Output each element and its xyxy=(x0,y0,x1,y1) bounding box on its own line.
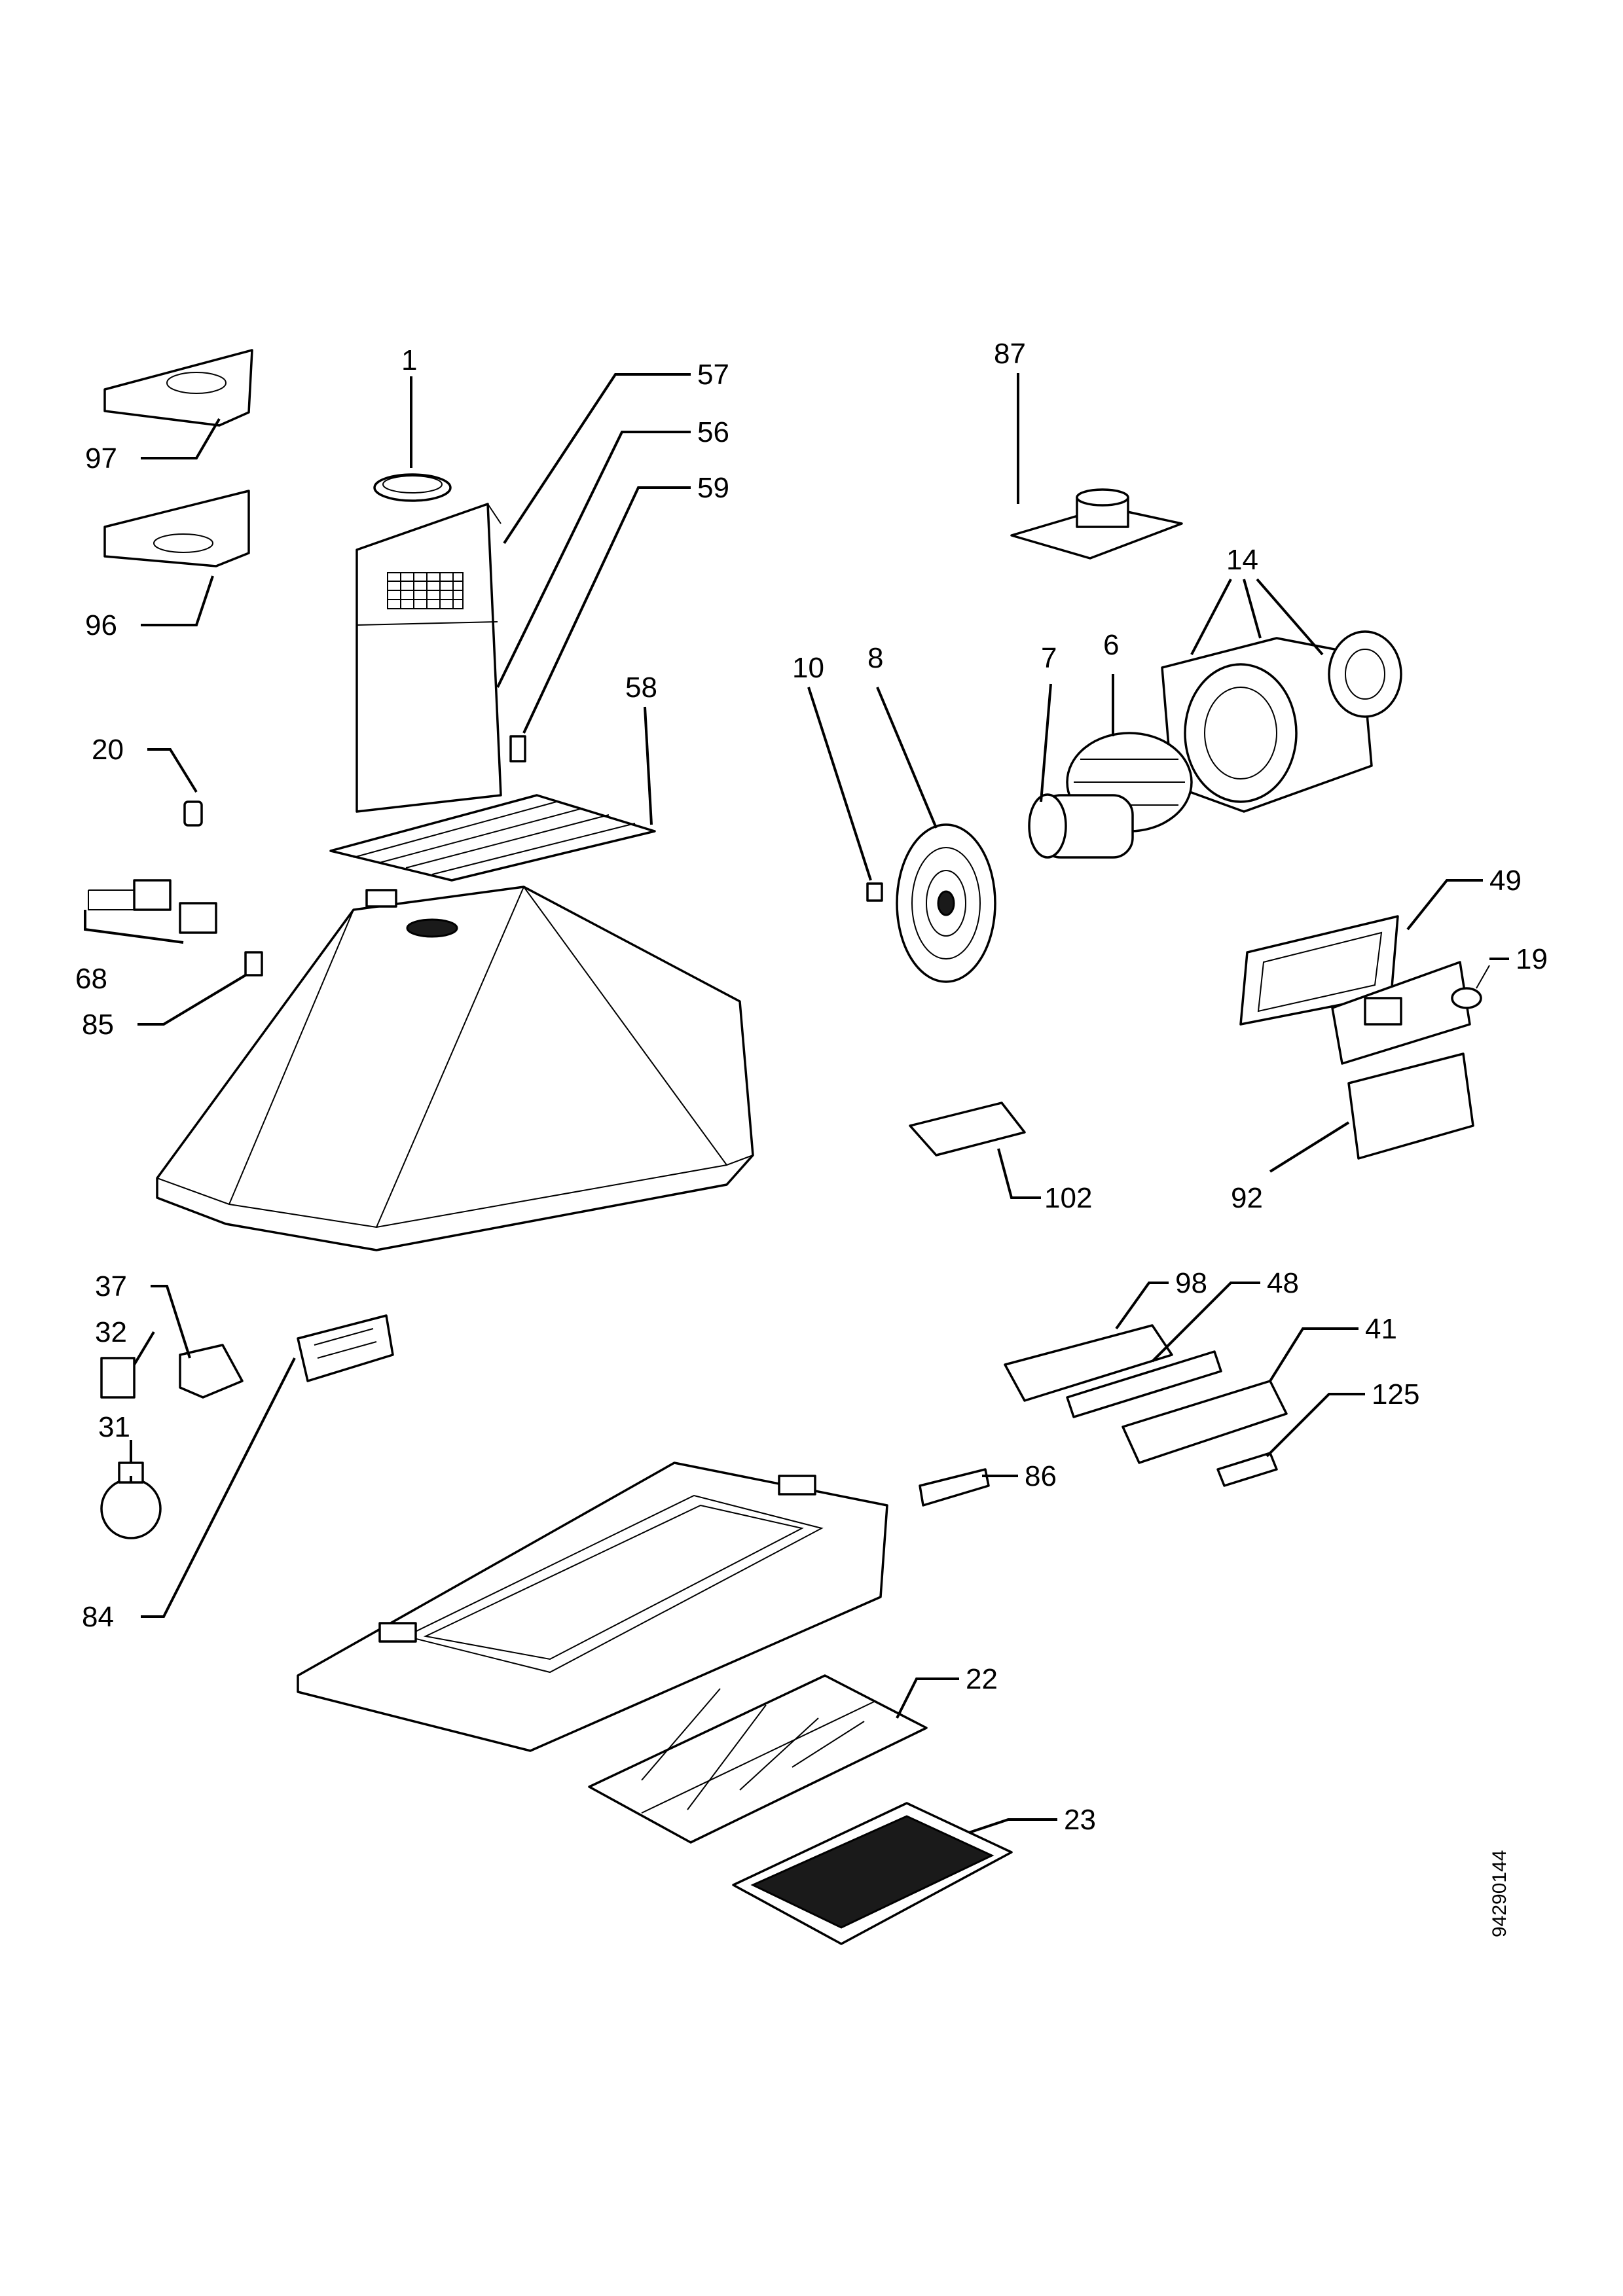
label-96: 96 xyxy=(85,609,117,641)
label-68: 68 xyxy=(75,963,107,995)
label-86: 86 xyxy=(1025,1460,1057,1492)
chimney-vent-grid xyxy=(387,572,464,609)
part-7-motor xyxy=(1028,793,1134,859)
part-68-harness xyxy=(88,879,217,934)
label-14: 14 xyxy=(1226,544,1258,576)
part-84-terminal-block xyxy=(297,1314,394,1382)
part-86-clip xyxy=(919,1468,990,1507)
part-23-carbon-filter xyxy=(732,1802,1013,1945)
label-84: 84 xyxy=(82,1601,114,1633)
label-7: 7 xyxy=(1041,642,1057,674)
part-31-bulb xyxy=(100,1462,162,1539)
label-58: 58 xyxy=(625,672,657,704)
lower-hood-visor xyxy=(297,1462,888,1752)
part-8-fan-disc xyxy=(896,823,996,983)
part-98-switch-housing xyxy=(1004,1324,1173,1402)
label-23: 23 xyxy=(1064,1804,1096,1836)
label-92: 92 xyxy=(1231,1182,1263,1214)
label-19: 19 xyxy=(1516,943,1548,975)
part-102-tray xyxy=(909,1102,1026,1157)
part-57-56-chimney xyxy=(356,503,502,813)
label-59: 59 xyxy=(697,472,729,504)
label-87: 87 xyxy=(994,338,1026,370)
part-20-capacitor xyxy=(183,800,203,827)
part-14-blower-housing xyxy=(1161,630,1402,813)
part-41-control-housing xyxy=(1122,1380,1288,1464)
label-85: 85 xyxy=(82,1009,114,1041)
part-49-pcb-assembly xyxy=(1239,915,1471,1065)
label-1: 1 xyxy=(401,344,417,376)
part-48-switch-strip xyxy=(1066,1350,1222,1418)
label-32: 32 xyxy=(95,1316,127,1348)
label-102: 102 xyxy=(1044,1182,1092,1214)
part-10-nut xyxy=(866,882,883,902)
part-87-outlet-adapter xyxy=(1010,488,1183,560)
part-37-lamp-holder xyxy=(179,1344,244,1399)
part-59-clip xyxy=(509,735,526,762)
part-125-strip xyxy=(1216,1452,1278,1487)
part-96-bracket xyxy=(103,490,250,567)
document-id: 94290144 xyxy=(1489,1850,1510,1937)
label-41: 41 xyxy=(1365,1313,1397,1345)
label-97: 97 xyxy=(85,442,117,475)
label-57: 57 xyxy=(697,359,729,391)
part-32-lamp-socket xyxy=(100,1357,136,1399)
label-8: 8 xyxy=(867,642,883,674)
label-125: 125 xyxy=(1372,1378,1419,1410)
label-98: 98 xyxy=(1175,1267,1207,1299)
label-31: 31 xyxy=(98,1411,130,1443)
part-labels: 1 57 56 59 97 96 20 58 68 85 87 14 10 8 … xyxy=(75,338,1548,1937)
label-6: 6 xyxy=(1103,629,1119,661)
label-49: 49 xyxy=(1489,865,1522,897)
label-37: 37 xyxy=(95,1270,127,1302)
label-20: 20 xyxy=(92,734,124,766)
part-58-filter-rack xyxy=(329,794,656,882)
part-19-connector xyxy=(1451,965,1490,1009)
part-92-cover xyxy=(1347,1052,1474,1160)
label-48: 48 xyxy=(1267,1267,1299,1299)
part-1-ring xyxy=(373,473,452,502)
part-97-bracket xyxy=(103,349,253,427)
label-56: 56 xyxy=(697,416,729,448)
hood-canopy xyxy=(156,886,754,1251)
label-22: 22 xyxy=(966,1663,998,1695)
leader-lines xyxy=(84,373,1509,1834)
part-22-grease-filter xyxy=(588,1674,928,1844)
part-85-clamp xyxy=(244,951,263,977)
label-10: 10 xyxy=(792,652,824,684)
